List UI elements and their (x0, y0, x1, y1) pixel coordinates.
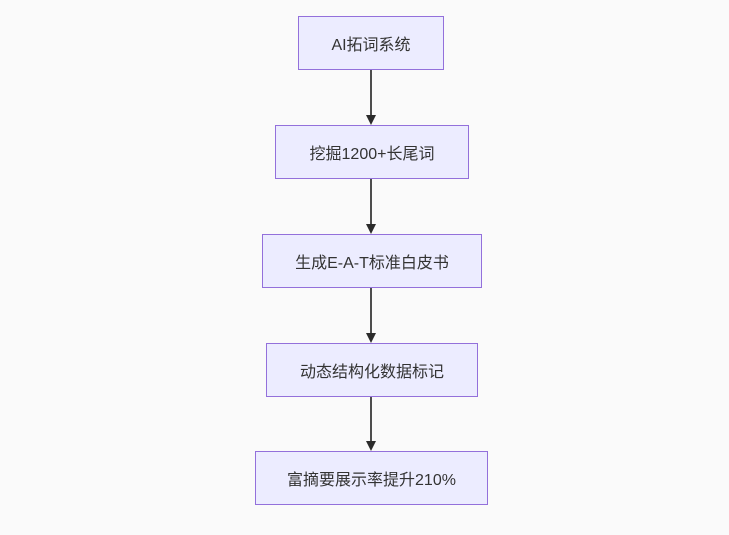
flow-node-label: 挖掘1200+长尾词 (309, 146, 435, 163)
flow-node-label: 富摘要展示率提升210% (287, 472, 456, 489)
flow-edge-3-to-4 (366, 288, 376, 343)
flow-edge-2-to-3 (366, 179, 376, 234)
arrowhead-down-icon (366, 224, 376, 234)
flow-edge-1-to-2 (366, 70, 376, 125)
arrowhead-down-icon (366, 115, 376, 125)
flow-node-dynamic-structured-data-markup: 动态结构化数据标记 (266, 343, 478, 397)
arrowhead-down-icon (366, 333, 376, 343)
flow-node-label: 动态结构化数据标记 (299, 364, 444, 381)
arrow-stem (370, 70, 372, 116)
flow-node-label: AI拓词系统 (331, 37, 411, 54)
flow-node-mine-longtail-keywords: 挖掘1200+长尾词 (275, 125, 469, 179)
arrowhead-down-icon (366, 441, 376, 451)
arrow-stem (370, 179, 372, 225)
flow-node-generate-eat-whitepaper: 生成E-A-T标准白皮书 (262, 234, 482, 288)
flow-node-label: 生成E-A-T标准白皮书 (295, 255, 449, 272)
flow-node-ai-word-expansion-system: AI拓词系统 (298, 16, 444, 70)
arrow-stem (370, 288, 372, 334)
arrow-stem (370, 397, 372, 442)
flow-node-rich-snippet-rate-increase: 富摘要展示率提升210% (255, 451, 488, 505)
flow-edge-4-to-5 (366, 397, 376, 451)
